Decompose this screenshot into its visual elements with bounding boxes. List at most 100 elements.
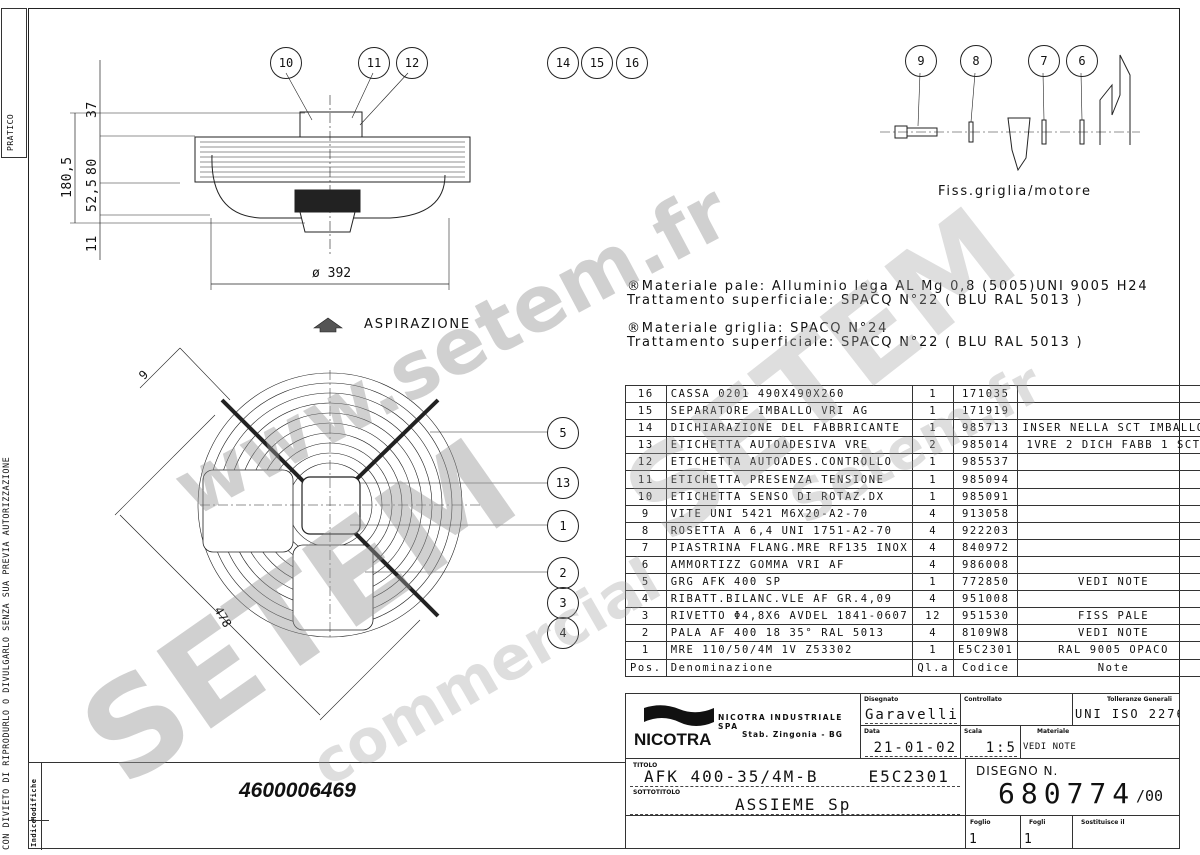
balloon-6: 6: [1066, 45, 1098, 77]
cell-pos: 2: [625, 624, 667, 643]
cell-denominazione: ETICHETTA SENSO DI ROTAZ.DX: [665, 487, 914, 506]
cell-codice: 922203: [953, 521, 1019, 540]
cell-note: 1VRE 2 DICH FABB 1 SCT: [1017, 436, 1200, 455]
cell-pos: 15: [625, 402, 667, 421]
cell-codice: 985091: [953, 487, 1019, 506]
cell-pos: 14: [625, 419, 667, 438]
cell-pos: 5: [625, 573, 667, 592]
tolleranze-label: Tolleranze Generali: [1107, 696, 1172, 703]
balloon-9: 9: [905, 45, 937, 77]
balloon-7: 7: [1028, 45, 1060, 77]
sottotitolo-value: ASSIEME Sp: [630, 795, 960, 815]
cell-codice: 985014: [953, 436, 1019, 455]
cell-note: VEDI NOTE: [1017, 624, 1200, 643]
cell-quantita: 1: [912, 573, 955, 592]
balloon-14: 14: [547, 47, 579, 79]
cell-denominazione: PALA AF 400 18 35° RAL 5013: [665, 624, 914, 643]
cell-denominazione: CASSA 0201 490X490X260: [665, 384, 914, 404]
cell-denominazione: Denominazione: [665, 658, 914, 677]
cell-denominazione: DICHIARAZIONE DEL FABBRICANTE: [665, 419, 914, 438]
cell-quantita: 1: [912, 470, 955, 489]
materiale-cell: Materiale VEDI NOTE: [1020, 725, 1180, 759]
cell-quantita: 4: [912, 590, 955, 609]
modifiche-label: Modifiche: [30, 778, 38, 821]
cell-denominazione: MRE 110/50/4M 1V Z53302: [665, 641, 914, 660]
sostituisce-cell: Sostituisce il: [1072, 815, 1180, 849]
cell-quantita: 4: [912, 504, 955, 523]
cell-quantita: Ql.a: [912, 658, 955, 677]
cell-codice: 840972: [953, 538, 1019, 557]
plant-location: Stab. Zingonia - BG: [742, 730, 843, 739]
blade-left: [202, 469, 294, 553]
cell-codice: 913058: [953, 504, 1019, 523]
data-label: Data: [864, 728, 880, 735]
cell-denominazione: GRG AFK 400 SP: [665, 573, 914, 592]
cell-note: [1017, 384, 1200, 404]
foglio-value: 1: [969, 832, 979, 847]
motor-hub: [301, 476, 361, 535]
part-number: 4600006469: [239, 779, 356, 802]
side-strip: CON DIVIETO DI RIPRODURLO O DIVULGARLO S…: [0, 0, 28, 855]
balloon-2: 2: [547, 557, 579, 589]
cell-pos: 4: [625, 590, 667, 609]
cell-quantita: 4: [912, 624, 955, 643]
cell-quantita: 1: [912, 641, 955, 660]
cell-quantita: 4: [912, 538, 955, 557]
balloon-13: 13: [547, 467, 579, 499]
cell-codice: 985094: [953, 470, 1019, 489]
cell-denominazione: ETICHETTA AUTOADESIVA VRE: [665, 436, 914, 455]
cell-note: Note: [1017, 658, 1200, 677]
dim-diameter-392: ø 392: [312, 266, 352, 281]
pratico-box: PRATICO: [1, 8, 27, 158]
tolleranze-value: UNI ISO 22768/v: [1075, 707, 1179, 721]
balloon-3: 3: [547, 587, 579, 619]
grille-side: [194, 136, 471, 183]
fixing-label: Fiss.griglia/motore: [938, 184, 1092, 199]
cell-quantita: 2: [912, 436, 955, 455]
nicotra-logo-icon: [644, 705, 714, 726]
cell-codice: 171919: [953, 402, 1019, 421]
cell-pos: 9: [625, 504, 667, 523]
indice-label: Indice: [30, 818, 38, 847]
fogli-label: Fogli: [1029, 819, 1046, 826]
aspirazione-label: ASPIRAZIONE: [364, 317, 471, 332]
cell-quantita: 4: [912, 555, 955, 575]
cell-pos: 10: [625, 487, 667, 506]
cell-codice: 985537: [953, 453, 1019, 472]
balloon-11: 11: [358, 47, 390, 79]
balloon-1: 1: [547, 510, 579, 542]
cell-pos: 1: [625, 641, 667, 660]
cell-pos: 7: [625, 538, 667, 557]
cell-note: FISS PALE: [1017, 607, 1200, 626]
blade-bottom: [292, 544, 374, 631]
cell-note: [1017, 453, 1200, 472]
cell-quantita: 1: [912, 384, 955, 404]
cell-quantita: 12: [912, 607, 955, 626]
cell-pos: 13: [625, 436, 667, 455]
cell-codice: Codice: [953, 658, 1019, 677]
sottotitolo-label: SOTTOTITOLO: [633, 789, 681, 796]
note-line: Trattamento superficiale: SPACQ N°22 ( B…: [627, 293, 1084, 308]
cell-denominazione: ETICHETTA AUTOADES.CONTROLLO: [665, 453, 914, 472]
fogli-value: 1: [1024, 832, 1034, 847]
titolo-text: AFK 400-35/4M-B: [644, 767, 819, 786]
cell-codice: 985713: [953, 419, 1019, 438]
balloon-5: 5: [547, 417, 579, 449]
balloon-8: 8: [960, 45, 992, 77]
titolo-code: E5C2301: [868, 767, 950, 786]
front-view: [114, 347, 548, 721]
cell-note: INSER NELLA SCT IMBALLO: [1017, 419, 1200, 438]
cell-note: RAL 9005 OPACO: [1017, 641, 1200, 660]
cell-note: [1017, 590, 1200, 609]
cell-denominazione: RIVETTO Φ4,8X6 AVDEL 1841-0607: [665, 607, 914, 626]
